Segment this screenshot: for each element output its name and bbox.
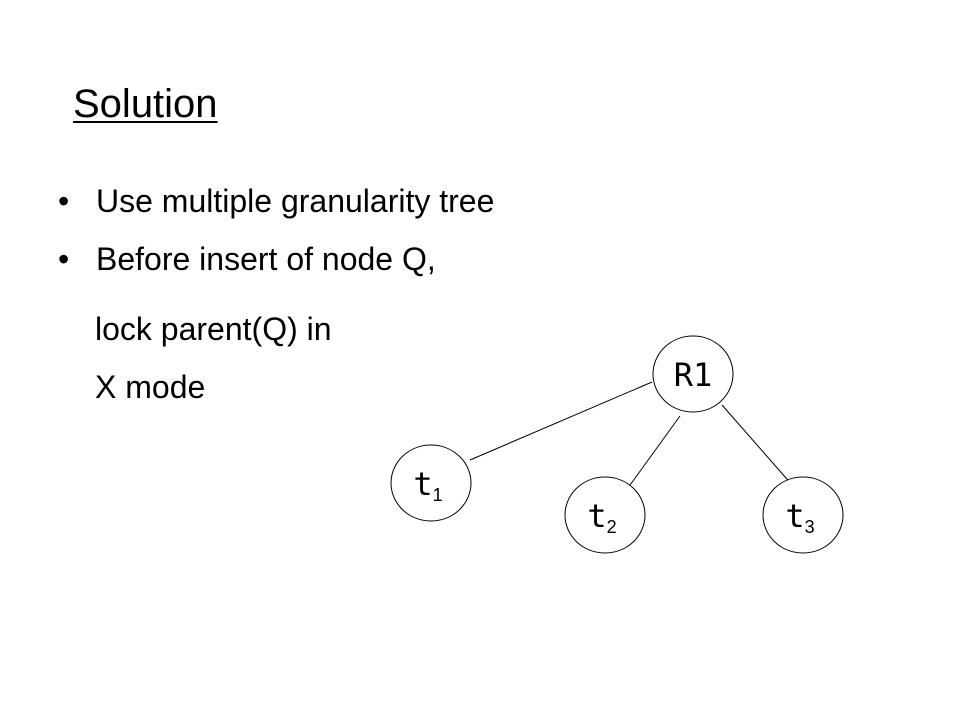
tree-node-t1: t1 — [390, 444, 472, 522]
node-circle — [564, 476, 646, 554]
bullet-text: Before insert of node Q, — [96, 241, 436, 277]
node-label: t2 — [587, 497, 616, 537]
tree-node-root: R1 — [652, 335, 734, 413]
node-circle — [390, 444, 472, 522]
bullet-continuation-line: X mode — [95, 369, 206, 405]
tree-node-t2: t2 — [564, 476, 646, 554]
tree-node-t3: t3 — [762, 476, 844, 554]
node-label: t3 — [785, 497, 814, 537]
bullet-item: • Before insert of node Q, — [58, 230, 494, 288]
edge-root-t1 — [469, 381, 653, 461]
node-circle — [762, 476, 844, 554]
slide-title: Solution — [73, 82, 218, 126]
node-label: R1 — [674, 356, 713, 394]
bullet-marker: • — [58, 241, 70, 277]
bullet-marker: • — [58, 183, 70, 219]
node-label: t1 — [413, 465, 442, 505]
edge-root-t3 — [721, 404, 794, 487]
edge-root-t2 — [624, 415, 681, 493]
bullet-list: • Use multiple granularity tree • Before… — [58, 172, 494, 288]
bullet-continuation-line: lock parent(Q) in — [95, 311, 332, 347]
bullet-item: • Use multiple granularity tree — [58, 172, 494, 230]
bullet-text: Use multiple granularity tree — [96, 183, 495, 219]
node-circle — [652, 335, 734, 413]
